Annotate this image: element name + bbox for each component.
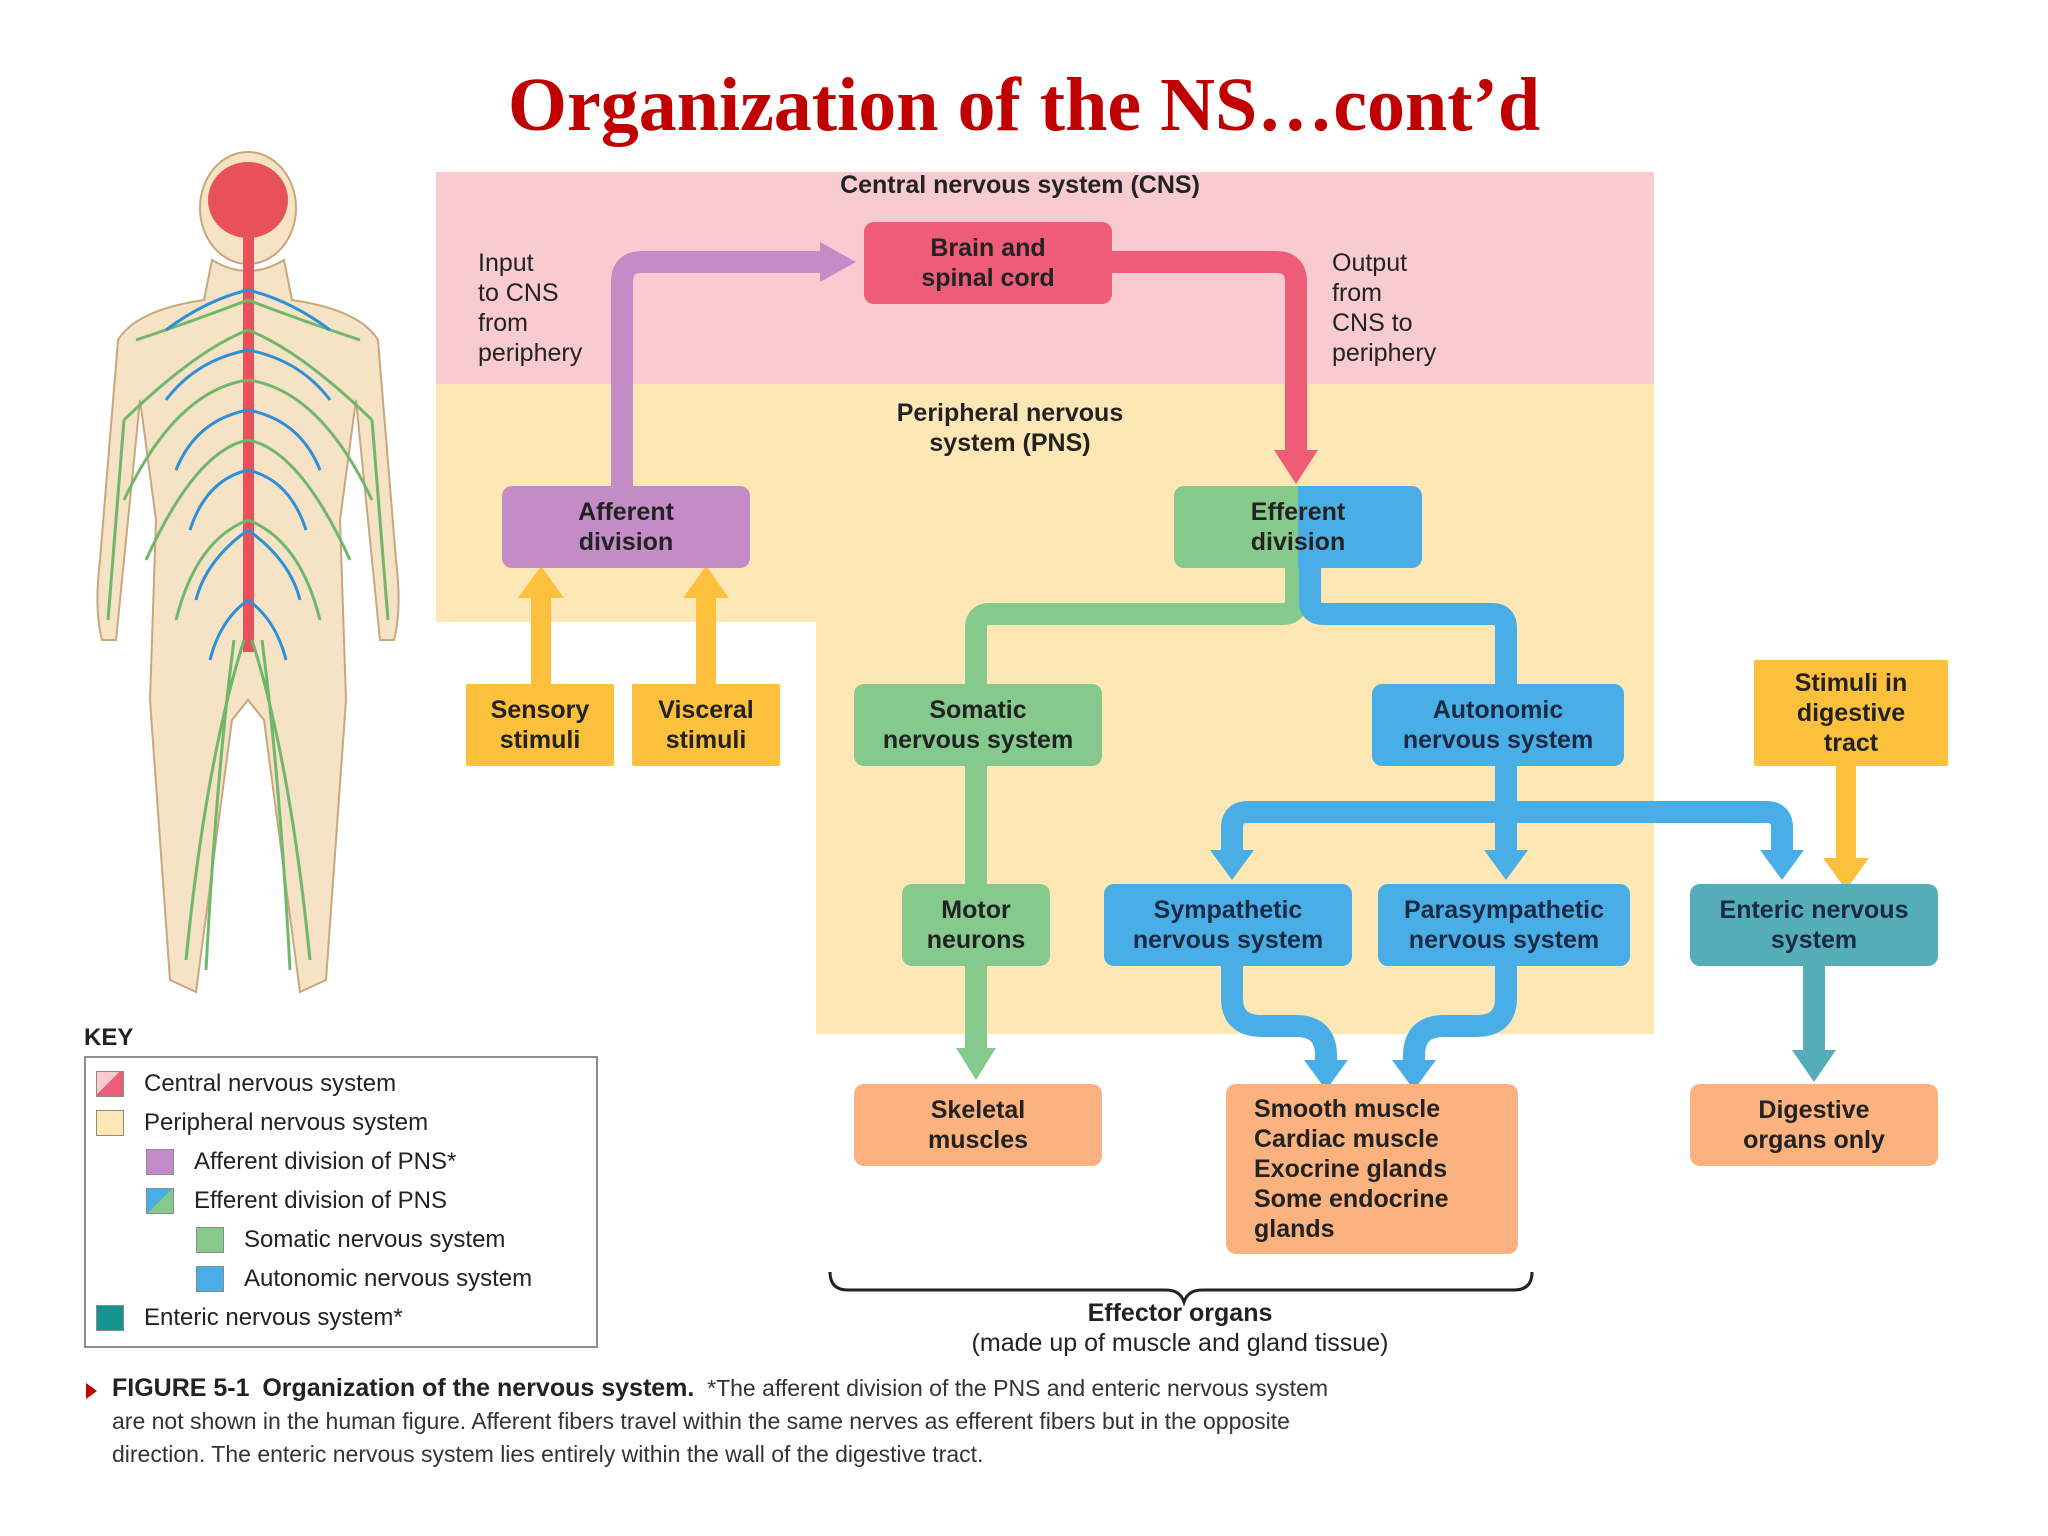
key-label: Afferent division of PNS*	[194, 1148, 457, 1175]
key-item-cns: Central nervous system	[96, 1070, 396, 1098]
somatic-branch	[965, 566, 1307, 686]
key-item-enteric: Enteric nervous system*	[96, 1304, 403, 1332]
key-label: Peripheral nervous system	[144, 1109, 429, 1136]
figure-caption: FIGURE 5-1 Organization of the nervous s…	[112, 1372, 1362, 1471]
enteric-nervous-system-box: Enteric nervous system	[1690, 884, 1938, 966]
parasympathetic-to-smooth	[1403, 966, 1517, 1062]
afferent-arrowhead	[820, 242, 856, 282]
afferent-division-box: Afferent division	[502, 486, 750, 568]
sensory-arrowhead	[518, 566, 564, 598]
digestive-stimuli-arrowhead	[1823, 858, 1869, 890]
key-swatch	[96, 1071, 124, 1097]
skeletal-arrowhead	[956, 1048, 996, 1080]
key-item-afferent: Afferent division of PNS*	[146, 1148, 456, 1176]
brain-spinal-cord-box: Brain and spinal cord	[864, 222, 1112, 304]
effector-brace	[828, 1271, 1534, 1307]
figure-number: FIGURE 5-1	[112, 1374, 250, 1402]
autonomic-branch	[1299, 566, 1517, 686]
key-item-pns: Peripheral nervous system	[96, 1109, 428, 1137]
key-item-somatic: Somatic nervous system	[196, 1226, 505, 1254]
digestive-organs-box: Digestive organs only	[1690, 1084, 1938, 1166]
key-label: Efferent division of PNS	[194, 1187, 448, 1214]
smooth-arrowhead-left	[1304, 1060, 1348, 1090]
key-swatch	[196, 1227, 224, 1253]
key-swatch	[96, 1110, 124, 1136]
visceral-arrow	[696, 596, 716, 688]
effector-organs-label: Effector organs	[1087, 1299, 1273, 1327]
pns-label: Peripheral nervous system (PNS)	[896, 399, 1124, 457]
sensory-arrow	[531, 596, 551, 688]
key-title: KEY	[84, 1024, 134, 1051]
digestive-arrowhead	[1792, 1050, 1836, 1082]
autonomic-nervous-system-box: Autonomic nervous system	[1372, 684, 1624, 766]
key-label: Autonomic nervous system	[244, 1265, 533, 1292]
sympathetic-to-smooth	[1221, 966, 1337, 1062]
effector-organs-sublabel: (made up of muscle and gland tissue)	[971, 1329, 1389, 1357]
digestive-stimuli-arrow	[1836, 762, 1856, 862]
output-annotation: Output from CNS to periphery	[1332, 249, 1437, 367]
figure-text: *The afferent division of the PNS and en…	[112, 1375, 1329, 1467]
human-body-figure	[96, 151, 400, 994]
visceral-arrowhead	[683, 566, 729, 598]
figure-heading: Organization of the nervous system.	[262, 1374, 695, 1402]
key-swatch	[146, 1188, 174, 1214]
sympathetic-nervous-system-box: Sympathetic nervous system	[1104, 884, 1352, 966]
afferent-arrow	[611, 251, 820, 490]
parasympathetic-nervous-system-box: Parasympathetic nervous system	[1378, 884, 1630, 966]
digestive-tract-stimuli-box: Stimuli in digestive tract	[1754, 660, 1948, 766]
cns-label: Central nervous system (CNS)	[840, 171, 1200, 199]
input-annotation: Input to CNS from periphery	[478, 249, 583, 367]
smooth-cardiac-glands-box: Smooth muscle Cardiac muscle Exocrine gl…	[1226, 1084, 1518, 1254]
key-item-autonomic: Autonomic nervous system	[196, 1265, 532, 1293]
key-label: Somatic nervous system	[244, 1226, 506, 1253]
key-swatch	[196, 1266, 224, 1292]
skeletal-muscles-box: Skeletal muscles	[854, 1084, 1102, 1166]
efferent-arrow	[1104, 251, 1307, 452]
caption-bullet	[86, 1383, 97, 1399]
smooth-arrowhead-right	[1392, 1060, 1436, 1090]
motor-neurons-box: Motor neurons	[902, 884, 1050, 966]
key-swatch	[146, 1149, 174, 1175]
sensory-stimuli-box: Sensory stimuli	[466, 684, 614, 766]
key-label: Central nervous system	[144, 1070, 397, 1097]
efferent-arrowhead	[1274, 450, 1318, 484]
efferent-division-box: Efferent division	[1174, 486, 1422, 568]
key-item-efferent: Efferent division of PNS	[146, 1187, 447, 1215]
somatic-nervous-system-box: Somatic nervous system	[854, 684, 1102, 766]
slide-title: Organization of the NS…cont’d	[507, 63, 1541, 147]
visceral-stimuli-box: Visceral stimuli	[632, 684, 780, 766]
key-legend: Central nervous system Peripheral nervou…	[84, 1056, 598, 1348]
enteric-arrowhead	[1760, 850, 1804, 880]
key-label: Enteric nervous system*	[144, 1304, 403, 1331]
sympathetic-arrowhead	[1210, 850, 1254, 880]
parasympathetic-arrowhead	[1484, 850, 1528, 880]
key-swatch	[96, 1305, 124, 1331]
